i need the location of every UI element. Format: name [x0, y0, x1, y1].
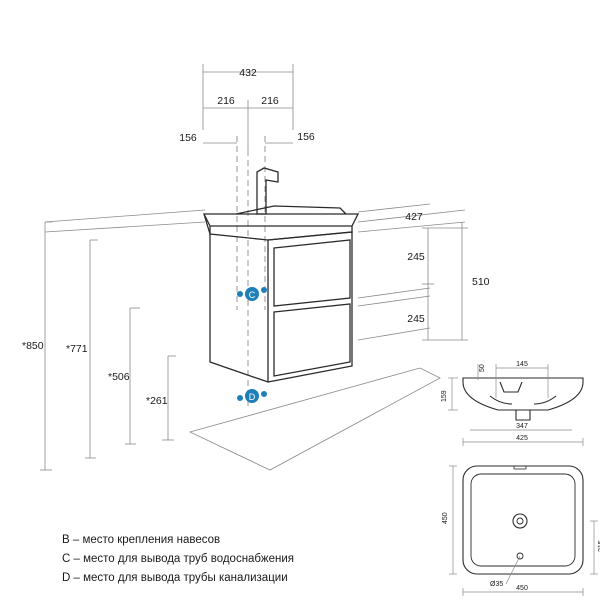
dim-432: 432 [239, 67, 257, 79]
dim-450-left: 450 [442, 512, 449, 524]
dim-245-top: 245 [407, 251, 425, 263]
dim-450-bottom: 450 [516, 585, 528, 592]
dim-510: 510 [472, 276, 490, 288]
marker-d-label: D [249, 392, 256, 402]
legend-c: C – место для вывода труб водоснабжения [62, 553, 294, 565]
legend-d: D – место для вывода трубы канализации [62, 572, 288, 584]
dim-159: 159 [441, 390, 448, 402]
basin-top-view: 450 215 Ø35 450 [442, 465, 600, 596]
dim-156-left: 156 [179, 132, 197, 144]
drawer-bottom [273, 303, 351, 377]
wall-line [357, 221, 466, 233]
cabinet-side [209, 234, 269, 383]
dim-215: 215 [598, 540, 600, 552]
dim-156-right: 156 [297, 131, 315, 143]
basin-front-view: 145 50 159 347 425 [441, 361, 584, 446]
dim-245-bottom: 245 [407, 313, 425, 325]
dim-427: 427 [405, 211, 423, 223]
dim-35: Ø35 [490, 581, 503, 588]
marker-c-label: C [249, 290, 256, 300]
wall-line [357, 327, 431, 341]
marker-d: D [237, 389, 267, 403]
wall-line [357, 287, 431, 299]
wall-line [357, 295, 431, 307]
dim-347: 347 [516, 423, 528, 430]
dim-145: 145 [516, 361, 528, 368]
wall-line [44, 221, 206, 233]
dim-216-right: 216 [261, 95, 279, 107]
legend-b: B – место крепления навесов [62, 534, 221, 546]
dim-50: 50 [479, 364, 486, 372]
dim-216-left: 216 [217, 95, 235, 107]
dim-261: *261 [146, 395, 168, 407]
cabinet-front [267, 231, 353, 383]
dim-850: *850 [22, 340, 44, 352]
floor-outline [188, 367, 441, 471]
basin-body [209, 226, 353, 241]
dim-425: 425 [516, 435, 528, 442]
wall-line [357, 209, 466, 223]
basin-top [202, 213, 360, 227]
drawer-top [273, 239, 351, 307]
wall-line [44, 209, 206, 223]
dim-771: *771 [66, 343, 88, 355]
marker-c: C [237, 287, 267, 301]
dim-506: *506 [108, 371, 130, 383]
